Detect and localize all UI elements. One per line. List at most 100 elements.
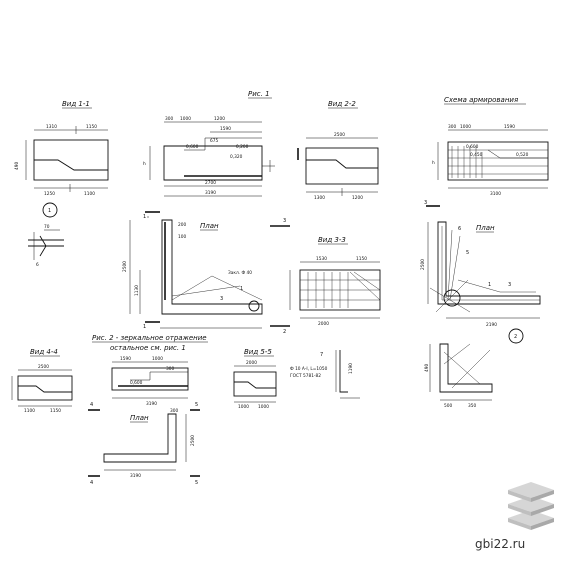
website-link[interactable]: gbi22.ru: [475, 537, 526, 551]
dim-2500-d: 2500: [38, 364, 49, 370]
loop-note: Закл. Ф 40: [228, 270, 252, 276]
section-mark-4-top: 4: [90, 402, 93, 408]
dim-1000-d: 1000: [238, 404, 249, 410]
dim-500: 500: [444, 403, 452, 409]
plan-a-drawing: [129, 211, 290, 329]
dim-3190: 3190: [205, 190, 216, 196]
dim-1150-c: 1150: [50, 408, 61, 414]
dim-1000-e: 1000: [258, 404, 269, 410]
rebar-pos-1-right: 1: [488, 282, 491, 288]
rebar-pos-6: 6: [458, 226, 461, 232]
caption-fig2-line1: Рис. 2 - зеркальное отражение: [92, 334, 207, 342]
dim-1590-b: 1590: [504, 124, 515, 130]
dim-1130: 1130: [134, 285, 140, 296]
caption-plan-c: План: [130, 414, 149, 422]
dim-1250-a: 1250: [44, 191, 55, 197]
caption-view-5-5: Вид 5-5: [244, 348, 272, 356]
caption-view-1-1: Вид 1-1: [62, 100, 90, 108]
logo-slab-middle: [508, 496, 554, 516]
dim-6: 6: [36, 262, 39, 268]
rebar-pos-1: 1: [240, 286, 243, 292]
dim-300-b: 300: [448, 124, 456, 130]
view-4-4-drawing: [11, 369, 73, 407]
dim-1310: 1310: [46, 124, 57, 130]
dim-1530: 1530: [316, 256, 327, 262]
view-3-3-drawing: [289, 261, 381, 319]
dim-2000: 2000: [318, 321, 329, 327]
section-mark-5-bottom: 5: [195, 480, 198, 486]
caption-reinforcement-scheme: Схема армирования: [444, 96, 518, 104]
stacked-slabs-icon: [508, 482, 554, 530]
dim-300-c: 300: [166, 366, 174, 372]
detail-1-drawing: [28, 229, 64, 260]
dim-1100-a: 1100: [84, 191, 95, 197]
dim-1000-c: 1000: [152, 356, 163, 362]
section-mark-1-bottom: 1: [143, 324, 146, 330]
level-0600-b: 0,600: [466, 144, 479, 150]
caption-view-3-3: Вид 3-3: [318, 236, 346, 244]
fig1-side-view: [149, 121, 275, 197]
dim-1200-b: 1200: [352, 195, 363, 201]
level-0200: 0,200: [236, 144, 249, 150]
section-mark-2-bottom: 2: [283, 329, 286, 335]
dim-2500-c: 2500: [420, 259, 426, 270]
dim-1200-a: 1200: [214, 116, 225, 122]
dim-1190: 1190: [348, 363, 354, 374]
dim-1150-b: 1150: [356, 256, 367, 262]
height-mark-a: h: [143, 161, 146, 167]
dim-2000-b: 2000: [246, 360, 257, 366]
dim-300-d: 300: [170, 408, 178, 414]
dim-1300: 1300: [314, 195, 325, 201]
view-5-5-drawing: [233, 365, 277, 403]
level-0450: 0,450: [470, 152, 483, 158]
dim-490-a: 490: [14, 162, 20, 170]
caption-plan-b: План: [476, 224, 495, 232]
section-mark-5-top: 5: [195, 402, 198, 408]
section-mark-4-bottom: 4: [90, 480, 93, 486]
dim-1000-a: 1000: [180, 116, 191, 122]
dim-2190: 2190: [486, 322, 497, 328]
dim-3190-b: 3190: [146, 401, 157, 407]
section-mark-1-top: 1: [143, 214, 146, 220]
caption-view-2-2: Вид 2-2: [328, 100, 356, 108]
dim-1150-a: 1150: [86, 124, 97, 130]
rebar-pos-3: 3: [220, 296, 223, 302]
dim-100: 100: [178, 234, 186, 240]
section-mark-3-right: 3: [424, 200, 427, 206]
section-mark-3-top: 3: [283, 218, 286, 224]
logo-slab-top: [508, 482, 554, 502]
dim-490-b: 490: [424, 364, 430, 372]
detail-2-drawing: [429, 343, 493, 401]
rebar-note-2: ГОСТ 5781-82: [290, 373, 321, 379]
detail-2-marker: [508, 328, 524, 344]
level-0600-a: 0,600: [186, 144, 199, 150]
dim-2700: 2700: [205, 180, 216, 186]
dim-3190-c: 3190: [130, 473, 141, 479]
dim-675: 675: [210, 138, 218, 144]
dim-70: 70: [44, 224, 50, 230]
rebar-pos-7: 7: [320, 352, 323, 358]
dim-2500-e: 2500: [190, 435, 196, 446]
dim-350: 350: [468, 403, 476, 409]
level-0320: 0,320: [230, 154, 243, 160]
detail-2-number: 2: [514, 334, 517, 340]
view-2-2-drawing: [297, 137, 379, 196]
detail-1-marker: [42, 202, 58, 218]
dim-1590: 1590: [220, 126, 231, 132]
level-0520: 0,520: [516, 152, 529, 158]
plan-b-drawing: [426, 205, 541, 319]
caption-fig2-line2: остальное см. рис. 1: [110, 344, 186, 352]
dim-200: 200: [178, 222, 186, 228]
plan-c-drawing: [88, 409, 200, 477]
logo-slab-bottom: [508, 510, 554, 530]
dim-2500-b: 2500: [122, 261, 128, 272]
level-0600-c: 0,600: [130, 380, 143, 386]
caption-plan-a: План: [200, 222, 219, 230]
caption-fig1: Рис. 1: [248, 90, 270, 98]
dim-2500-a: 2500: [334, 132, 345, 138]
view-1-1-drawing: [25, 126, 109, 192]
rebar-detail-drawing: [335, 350, 360, 399]
detail-1-number: 1: [48, 208, 51, 214]
caption-view-4-4: Вид 4-4: [30, 348, 58, 356]
